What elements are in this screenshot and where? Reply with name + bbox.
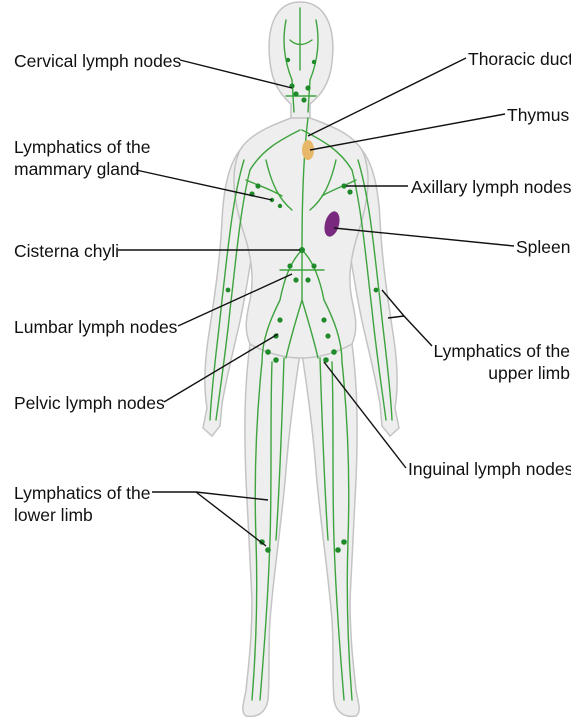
label-line: Lymphatics of the [420, 340, 570, 362]
axillary-node [341, 183, 346, 188]
lumbar-node [311, 263, 316, 268]
body-silhouette [203, 2, 399, 716]
cervical-node [293, 91, 298, 96]
popliteal-node [341, 539, 347, 545]
cervical-node [312, 60, 316, 64]
label-thoracic-duct: Thoracic duct [468, 48, 571, 70]
lumbar-node [305, 277, 310, 282]
label-cisterna-chyli: Cisterna chyli [14, 240, 119, 262]
mammary-node [278, 204, 282, 208]
label-line: mammary gland [14, 158, 151, 180]
label-spleen: Spleen [516, 236, 571, 258]
leader-thoracic-duct [308, 58, 466, 136]
label-line: lower limb [14, 504, 151, 526]
label-line: Lymphatics of the [14, 482, 151, 504]
elbow-node [374, 288, 379, 293]
cervical-node [305, 85, 310, 90]
label-inguinal-lymph-nodes: Inguinal lymph nodes [408, 458, 571, 480]
label-cervical-lymph-nodes: Cervical lymph nodes [14, 50, 181, 72]
cervical-node [286, 58, 290, 62]
right-leg [302, 330, 359, 716]
label-line: upper limb [420, 362, 570, 384]
inguinal-node [323, 357, 329, 363]
label-line: Lymphatics of the [14, 136, 151, 158]
axillary-node [347, 189, 352, 194]
elbow-node [226, 288, 231, 293]
inguinal-node [273, 357, 279, 363]
label-lymphatics-upper-limb: Lymphatics of the upper limb [420, 340, 570, 384]
inguinal-node [265, 349, 271, 355]
popliteal-node [335, 547, 341, 553]
label-axillary-lymph-nodes: Axillary lymph nodes [411, 176, 571, 198]
label-lymphatics-mammary-gland: Lymphatics of the mammary gland [14, 136, 151, 180]
label-thymus: Thymus [507, 104, 569, 126]
cervical-node [301, 97, 306, 102]
inguinal-node [331, 349, 337, 355]
pelvic-node [277, 317, 282, 322]
lumbar-node [287, 263, 292, 268]
popliteal-node [265, 547, 271, 553]
lumbar-node [293, 277, 298, 282]
axillary-node [255, 183, 260, 188]
label-pelvic-lymph-nodes: Pelvic lymph nodes [14, 392, 165, 414]
label-lymphatics-lower-limb: Lymphatics of the lower limb [14, 482, 151, 526]
head [269, 2, 333, 120]
torso [234, 118, 368, 358]
label-lumbar-lymph-nodes: Lumbar lymph nodes [14, 316, 177, 338]
pelvic-node [321, 317, 326, 322]
pelvic-node [325, 333, 330, 338]
